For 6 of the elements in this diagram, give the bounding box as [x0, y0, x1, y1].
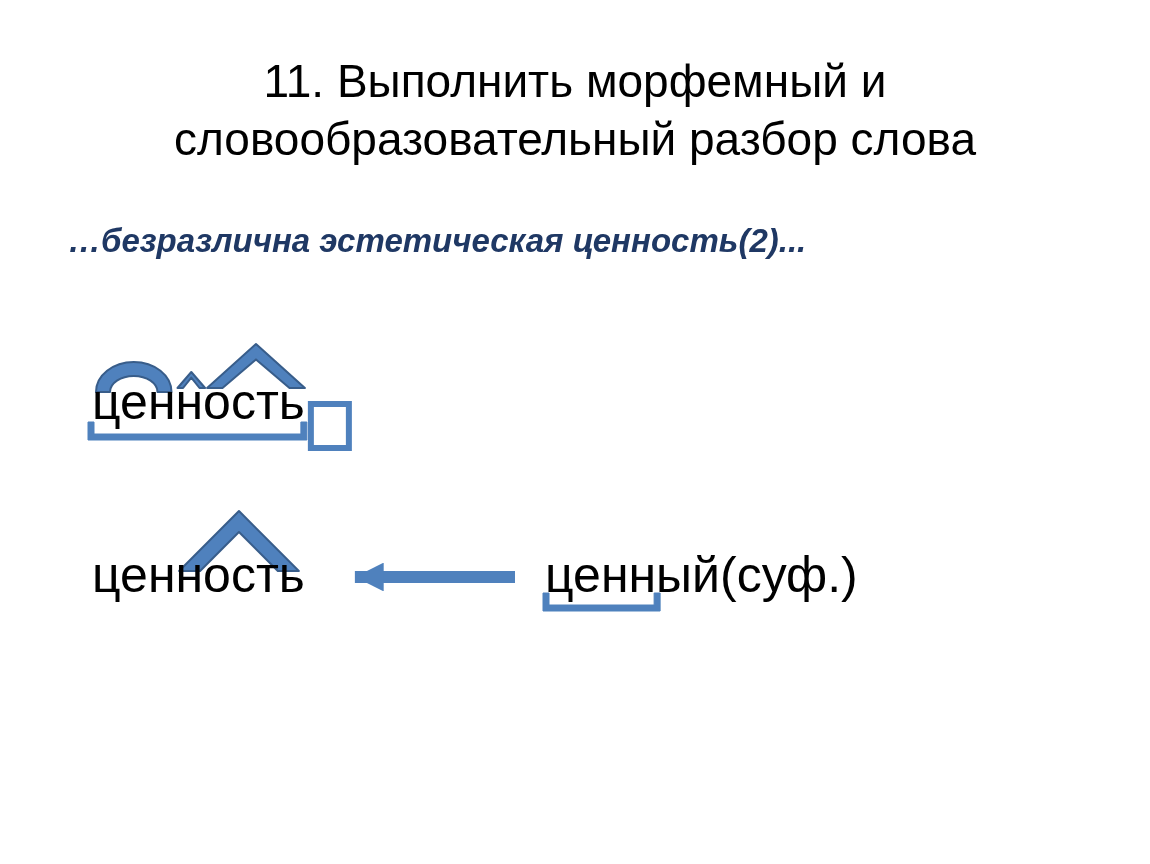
example-sentence: …безразлична эстетическая ценность(2)... [68, 222, 807, 260]
word: ценность [92, 373, 305, 432]
arrow [354, 562, 515, 592]
slide-title: 11. Выполнить морфемный и словообразовательный разбор слова [173, 54, 977, 167]
word: ценность [92, 545, 305, 605]
word: ценный(суф.) [545, 545, 858, 605]
